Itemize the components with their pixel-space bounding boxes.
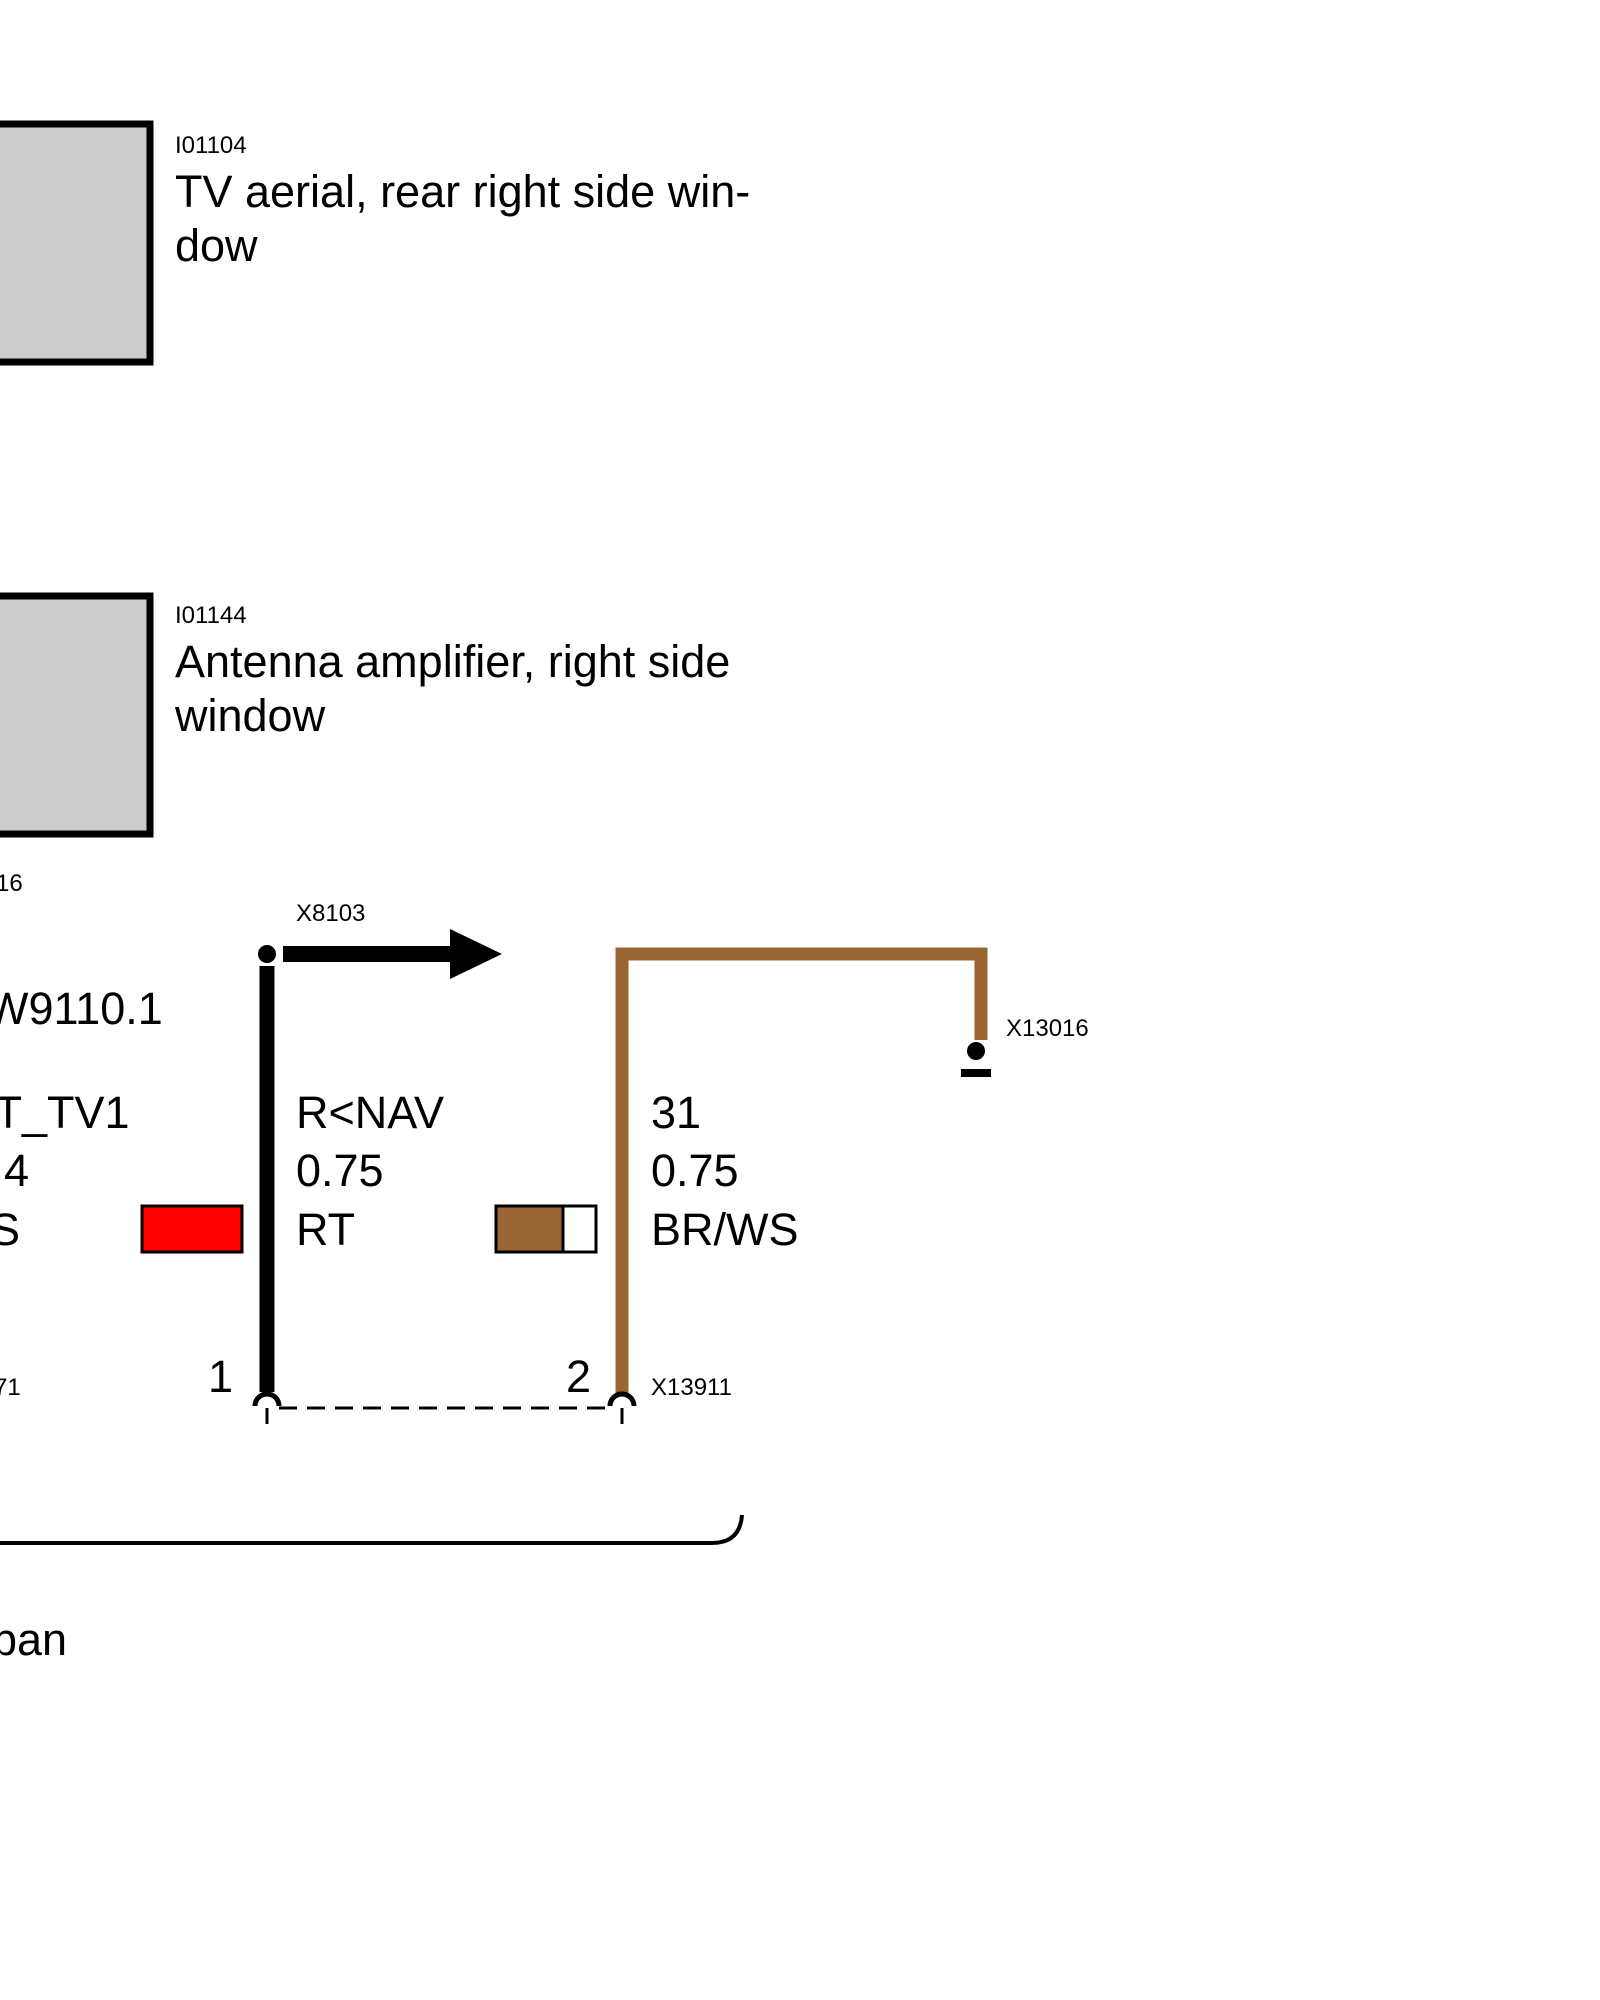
partial-label-71: 71	[0, 1374, 21, 1401]
partial-label-size: 4	[4, 1145, 29, 1196]
partial-label-color: S	[0, 1204, 20, 1255]
component-title-line1-antenna-amplifier: Antenna amplifier, right side	[175, 636, 730, 687]
partial-label-pan: pan	[0, 1614, 67, 1665]
component-box-tv-aerial	[0, 120, 154, 366]
terminal-2-icon	[607, 1391, 637, 1407]
partial-label-signal: IT_TV1	[0, 1087, 130, 1138]
wire-2-color-swatch	[494, 1204, 598, 1254]
component-antenna-amplifier[interactable]: I01144 Antenna amplifier, right side win…	[0, 592, 730, 838]
partial-label-w9110: W9110.1	[0, 983, 163, 1034]
arrow-head-icon	[450, 929, 502, 979]
component-title-line1-tv-aerial: TV aerial, rear right side win-	[175, 166, 750, 217]
wire-2-signal: 31	[651, 1087, 701, 1138]
component-tv-aerial[interactable]: I01104 TV aerial, rear right side win- d…	[0, 120, 750, 366]
wire-2-color-code: BR/WS	[651, 1204, 799, 1255]
component-id-antenna-amplifier: I01144	[175, 602, 247, 629]
connector-label-x13016: X13016	[1006, 1015, 1089, 1042]
wire-1-pin: 1	[208, 1351, 233, 1402]
connector-dot-x8103[interactable]	[256, 943, 278, 965]
terminal-1-icon	[252, 1391, 282, 1407]
connector-label-x8103: X8103	[296, 900, 365, 927]
wire-1-signal: R<NAV	[296, 1087, 444, 1138]
bracket-line	[0, 1514, 744, 1545]
component-id-tv-aerial: I01104	[175, 132, 247, 159]
partial-label-16: 16	[0, 870, 23, 897]
connector-label-x13911: X13911	[651, 1374, 732, 1401]
component-title-line2-tv-aerial: dow	[175, 220, 258, 271]
wire-2-pin: 2	[566, 1351, 591, 1402]
wire-2-size: 0.75	[651, 1145, 739, 1196]
wire-2[interactable]	[615, 947, 988, 1394]
wire-1-color-swatch	[140, 1204, 244, 1254]
connector-dot-x13016[interactable]	[965, 1040, 987, 1062]
component-title-line2-antenna-amplifier: window	[174, 690, 326, 741]
wire-1-color-code: RT	[296, 1204, 355, 1255]
component-box-antenna-amplifier	[0, 592, 154, 838]
wire-1-size: 0.75	[296, 1145, 384, 1196]
